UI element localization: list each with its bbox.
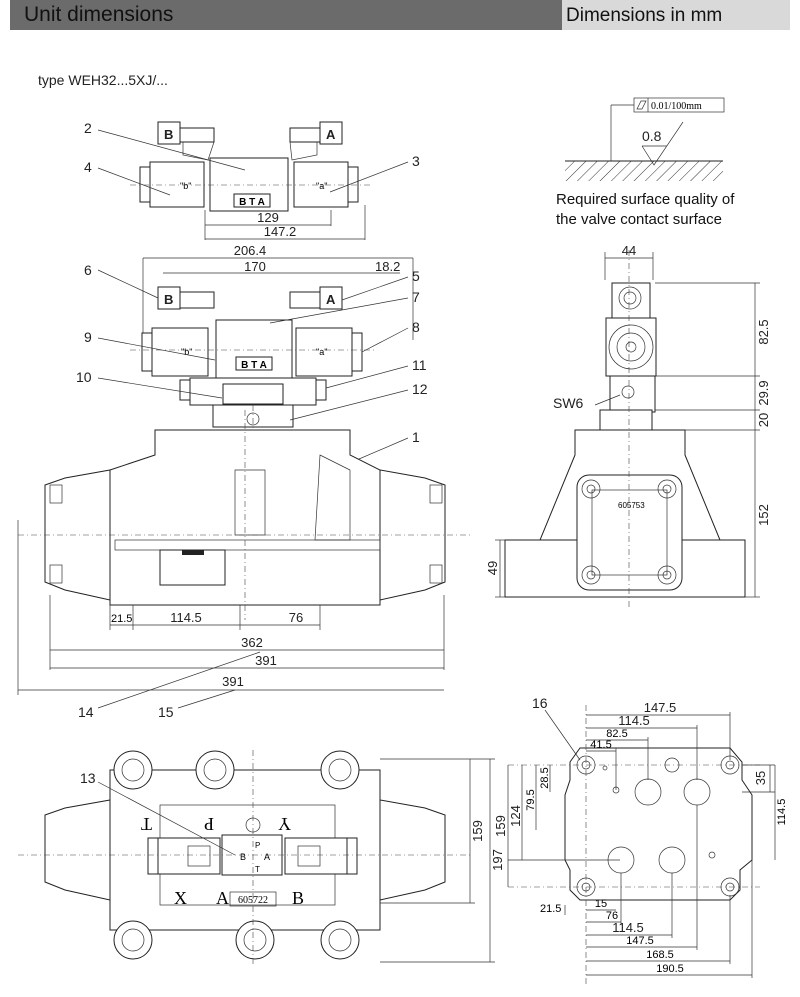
dim-159-pattern: 159 <box>493 815 508 837</box>
dim-35: 35 <box>753 771 768 785</box>
callout-15: 15 <box>158 704 174 720</box>
callout-4: 4 <box>84 159 92 175</box>
dim-114-5-right: 114.5 <box>776 799 788 826</box>
dim-82-5-pattern: 82.5 <box>606 728 627 740</box>
dim-28-5: 28.5 <box>539 767 551 788</box>
surface-quality-symbol: 0.01/100mm 0.8 <box>565 97 725 181</box>
callout-3: 3 <box>412 153 420 169</box>
callout-14: 14 <box>78 704 94 720</box>
port-b-label: B <box>292 888 304 908</box>
dim-15: 15 <box>595 898 607 910</box>
port-b-small: B <box>240 852 246 862</box>
callout-2: 2 <box>84 120 92 136</box>
dim-114-5: 114.5 <box>170 610 202 625</box>
dim-206-4: 206.4 <box>234 243 267 258</box>
callout-6: 6 <box>84 262 92 278</box>
port-t-label: T <box>141 814 152 834</box>
dim-362: 362 <box>241 635 263 650</box>
dim-391a: 391 <box>255 653 277 668</box>
dim-159-bottom: 159 <box>470 820 485 842</box>
port-pattern-view: 16 147.5 114.5 82.5 41.5 159 124 79.5 28… <box>493 695 788 985</box>
callout-12: 12 <box>412 381 428 397</box>
dim-76-pattern: 76 <box>606 910 618 922</box>
header-bar: Unit dimensions <box>10 0 562 30</box>
brand-label-2: B T A <box>241 360 267 371</box>
flatness-value: 0.01/100mm <box>651 101 702 112</box>
dim-41-5: 41.5 <box>590 739 611 751</box>
callout-9: 9 <box>84 329 92 345</box>
dim-147-2: 147.2 <box>264 224 297 239</box>
dim-114-5-top: 114.5 <box>618 713 650 728</box>
dim-21-5-pattern: 21.5 <box>540 903 561 915</box>
dim-190-5: 190.5 <box>656 963 684 975</box>
dim-147-5-bottom: 147.5 <box>626 935 654 947</box>
dim-76: 76 <box>289 610 303 625</box>
dim-29-9: 29.9 <box>756 380 771 405</box>
bottom-plate-label: 605722 <box>238 895 268 906</box>
callout-13: 13 <box>80 770 96 786</box>
port-t-small: T <box>255 865 260 874</box>
dim-18-2: 18.2 <box>375 259 400 274</box>
solenoid-a-text-2: "a" <box>316 347 327 357</box>
solenoid-a-text-1: "a" <box>316 181 327 191</box>
solenoid-b-text-2: "b" <box>181 347 192 357</box>
dim-147-5-top: 147.5 <box>644 700 677 715</box>
flatness-icon <box>636 100 647 110</box>
front-view: 21.5 114.5 76 362 391 391 14 15 <box>17 410 470 720</box>
port-y-label: Y <box>278 814 291 834</box>
port-a-small: A <box>264 852 270 862</box>
solenoid-b-tag-2: B <box>164 292 173 307</box>
solenoid-a-tag-2: A <box>326 292 336 307</box>
callout-10: 10 <box>76 369 92 385</box>
top-view-2: 206.4 170 18.2 B A B T A "b" "a" 6 5 <box>76 243 428 466</box>
solenoid-a-tag: A <box>326 127 336 142</box>
page-title: Unit dimensions <box>24 3 174 26</box>
dim-391b: 391 <box>222 674 244 689</box>
dim-21-5: 21.5 <box>111 613 132 625</box>
top-view-1: B A B T A "b" "a" 129 147.2 2 4 3 <box>84 120 420 240</box>
callout-16: 16 <box>532 695 548 711</box>
roughness-value: 0.8 <box>642 128 662 144</box>
dim-20: 20 <box>756 413 771 427</box>
sw6-label: SW6 <box>553 395 584 411</box>
callout-1: 1 <box>412 429 420 445</box>
solenoid-b-text-1: "b" <box>180 181 191 191</box>
type-label: type WEH32...5XJ/... <box>38 72 168 88</box>
dim-124: 124 <box>508 805 523 827</box>
callout-5: 5 <box>412 268 420 284</box>
port-a-label: A <box>216 888 229 908</box>
side-view: 44 SW6 605753 82.5 29.9 20 152 <box>485 243 771 610</box>
header-units-box: Dimensions in mm <box>562 0 790 30</box>
bottom-view: B P A T T P Y X A B 605722 13 159 197 <box>18 750 505 965</box>
dim-49: 49 <box>485 561 500 575</box>
dim-170: 170 <box>244 259 266 274</box>
dim-197: 197 <box>490 849 505 871</box>
dim-152: 152 <box>756 504 771 526</box>
callout-8: 8 <box>412 319 420 335</box>
dim-79-5: 79.5 <box>525 789 537 810</box>
dim-129: 129 <box>257 210 279 225</box>
dim-82-5: 82.5 <box>756 319 771 344</box>
port-x-label: X <box>174 888 187 908</box>
callout-11: 11 <box>412 357 427 373</box>
note-line-1: Required surface quality of <box>556 191 735 208</box>
units-label: Dimensions in mm <box>566 5 723 26</box>
dim-114-5-bottom: 114.5 <box>612 920 644 935</box>
port-p-label: P <box>204 814 214 834</box>
callout-7: 7 <box>412 289 420 305</box>
solenoid-b-tag: B <box>164 127 173 142</box>
surface-quality-note: Required surface quality of the valve co… <box>556 190 791 230</box>
dim-168-5: 168.5 <box>646 949 674 961</box>
side-plate-label: 605753 <box>618 501 645 510</box>
brand-label-1: B T A <box>239 197 265 208</box>
note-line-2: the valve contact surface <box>556 211 722 228</box>
port-p-small: P <box>255 841 260 850</box>
